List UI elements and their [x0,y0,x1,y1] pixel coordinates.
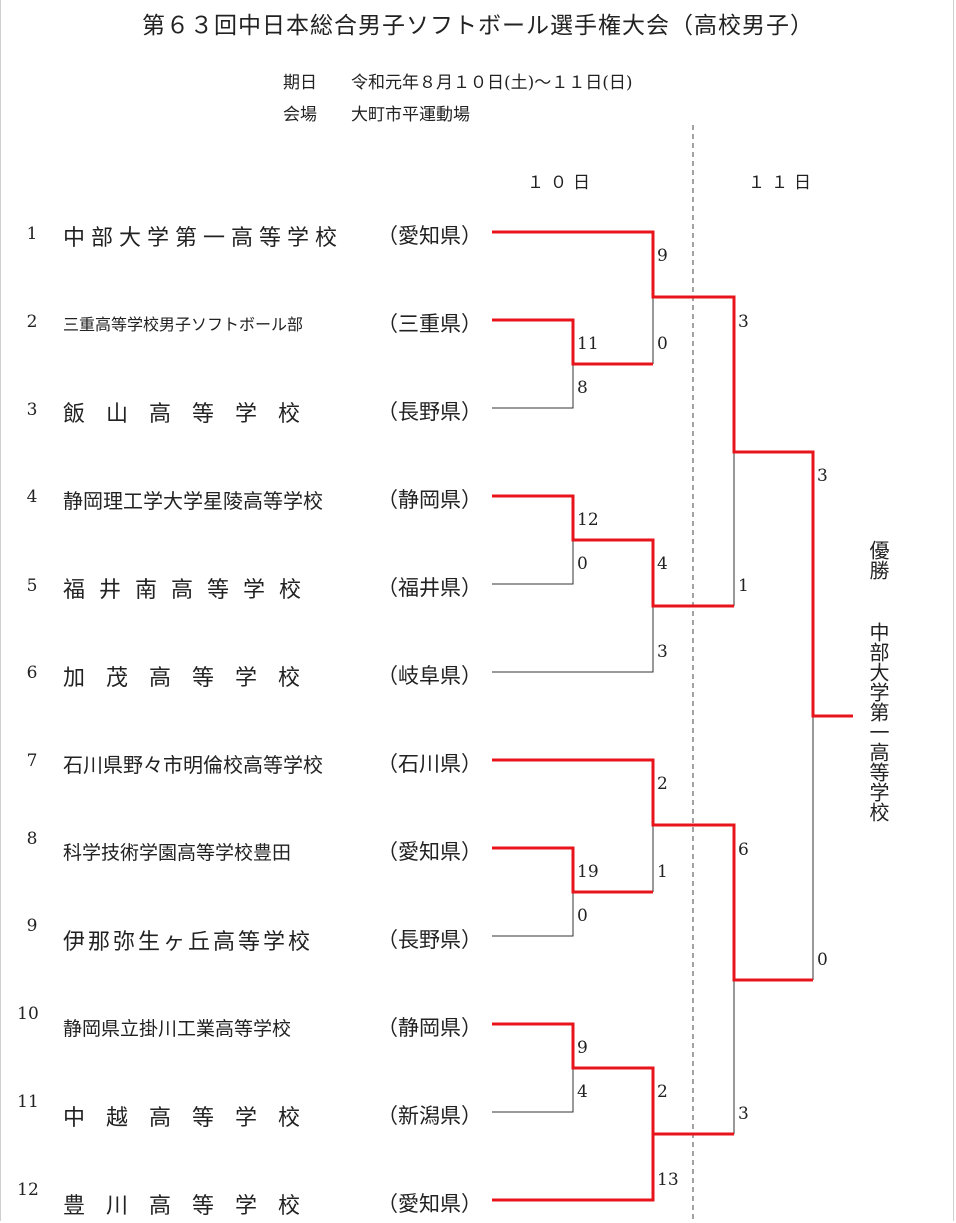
venue-label: 会場 [283,105,317,125]
team-number: 12 [17,1180,39,1200]
venue-value: 大町市平運動場 [351,105,470,125]
champion-label: 優勝 [866,540,890,580]
team-number: 6 [26,663,38,683]
score: 4 [577,1082,588,1102]
team-prefecture: （長野県） [377,928,482,952]
score: 3 [738,312,749,332]
score: 2 [657,1082,668,1102]
team-school: 豊川高等学校 [63,1194,322,1219]
team-number: 5 [26,576,38,596]
date-value: 令和元年８月１０日(土)～１１日(日) [351,73,633,93]
team-school: 飯山高等学校 [63,402,322,427]
score: 6 [738,840,749,860]
champion-school: 中部大学第一高等学校 [866,622,890,822]
score: 1 [657,862,668,882]
score: 3 [738,1104,749,1124]
team-prefecture: （愛知県） [377,224,482,248]
team-number: 9 [26,916,38,936]
date-label: 期日 [283,73,317,93]
team-school: 加茂高等学校 [63,666,322,691]
score: 11 [577,334,599,354]
team-number: 10 [17,1004,39,1024]
score: 12 [577,510,599,530]
team-prefecture: （新潟県） [377,1104,482,1128]
team-prefecture: （三重県） [377,312,482,336]
team-prefecture: （石川県） [377,752,482,776]
day-header-11: １１日 [748,173,817,193]
winner-lines [492,230,853,1202]
team-prefecture: （愛知県） [377,1192,482,1216]
team-number: 2 [26,312,38,332]
score: 2 [657,774,668,794]
score: 3 [657,642,668,662]
team-school: 三重高等学校男子ソフトボール部 [63,315,304,334]
score: 9 [657,246,668,266]
score: 0 [577,906,588,926]
score: 13 [657,1170,679,1190]
date-row: 期日 令和元年８月１０日(土)～１１日(日) [283,68,633,93]
tournament-title: 第６３回中日本総合男子ソフトボール選手権大会（高校男子） [142,13,814,39]
team-number: 8 [26,829,38,849]
team-prefecture: （福井県） [377,576,482,600]
team-number: 11 [17,1092,39,1112]
score: 9 [577,1038,588,1058]
team-school: 福井南高等学校 [63,578,316,603]
team-school: 科学技術学園高等学校豊田 [63,842,292,864]
score: 0 [657,334,668,354]
day-header-10: １０日 [527,173,596,193]
score: 19 [577,862,599,882]
score: 0 [817,950,828,970]
team-prefecture: （長野県） [377,400,482,424]
loser-lines [492,297,814,1134]
score: 3 [817,466,828,486]
team-school: 静岡県立掛川工業高等学校 [63,1018,292,1040]
team-school: 伊那弥生ヶ丘高等学校 [63,930,314,955]
team-school: 石川県野々市明倫校高等学校 [63,753,323,777]
team-number: 3 [26,400,38,420]
team-number: 1 [26,224,38,244]
team-number: 7 [26,751,38,771]
team-prefecture: （静岡県） [377,1016,482,1040]
score: 8 [577,378,588,398]
team-school: 中越高等学校 [63,1106,322,1131]
venue-row: 会場 大町市平運動場 [283,100,470,125]
score: 1 [738,576,749,596]
team-prefecture: （愛知県） [377,840,482,864]
team-school: 中部大学第一高等学校 [63,226,344,251]
score: 0 [577,554,588,574]
team-prefecture: （岐阜県） [377,664,482,688]
team-prefecture: （静岡県） [377,488,482,512]
team-school: 静岡理工学大学星陵高等学校 [63,489,323,513]
score: 4 [657,554,668,574]
team-number: 4 [26,487,38,507]
